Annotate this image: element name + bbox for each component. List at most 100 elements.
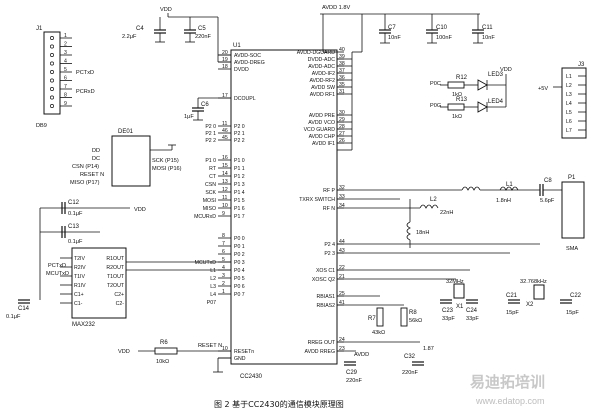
- dbg-left-1: DC: [92, 156, 100, 162]
- r12-ref: R12: [456, 75, 468, 81]
- cc2430-right-pin-num: 44: [339, 239, 345, 245]
- cc2430-left-pin-name: AVDD-SOC: [234, 53, 261, 59]
- cc2430-left-pin-num: 15: [222, 163, 228, 169]
- vdd-label-mid: VDD: [134, 207, 146, 213]
- cc2430-right-pin-name: AVDD RF1: [310, 92, 335, 98]
- cc2430-left-pin-num: 14: [222, 171, 228, 177]
- cc2430-right-pins: 40AVDD-DGUARD39DVDD-ADC38AVDD-ADC37AVDD-…: [297, 47, 345, 355]
- cc2430-left-pin-num: 20: [222, 50, 228, 56]
- cc2430-left-pin-num: 10: [222, 346, 228, 352]
- j3-pin-label: L7: [566, 128, 572, 134]
- db9-pin-dot: [50, 36, 54, 40]
- db9-pin-num: 3: [64, 50, 67, 56]
- dbg-left-2: CSN (P14): [72, 164, 99, 170]
- cc2430-left-pin-num: 11: [222, 121, 227, 127]
- c11-ref: C11: [482, 25, 493, 31]
- max232-left-pin: T1IV: [74, 274, 85, 280]
- cc2430-right-pin-num: 35: [339, 82, 345, 88]
- c13-ref: C13: [68, 224, 80, 230]
- vdd-label-top: VDD: [160, 7, 172, 13]
- cc2430-left-pin-name: P0 1: [234, 244, 245, 250]
- db9-pin-num: 4: [64, 59, 67, 65]
- c10-value: 100nF: [436, 35, 452, 41]
- cc2430-left-pin-num: 7: [222, 241, 225, 247]
- c5-value: 220nF: [195, 34, 211, 40]
- cc2430-right-pin-name: XOS C1: [316, 268, 335, 274]
- avdd-rail: AVDD 1.8V: [320, 5, 480, 53]
- reset-net: RESET N: [198, 343, 222, 349]
- cc2430-right-pin-num: 37: [339, 68, 345, 74]
- cc2430-left-pin-name: P0 0: [234, 236, 245, 242]
- c24-value: 33pF: [466, 316, 479, 322]
- cc2430-net-label: L4: [210, 292, 216, 298]
- cc2430-net-label: MOSI: [203, 198, 216, 204]
- cc2430-left-pin-name: P1 1: [234, 166, 245, 172]
- cc2430-left-pin-name: AVDD-DREG: [234, 60, 265, 66]
- cc2430-left-pin-name: P0 5: [234, 276, 245, 282]
- cc2430-left-pin-num: 6: [222, 249, 225, 255]
- cc2430-net-label: MCUTxD: [195, 260, 217, 266]
- c21-value: 15pF: [506, 310, 519, 316]
- cc2430-left-pin-name: P0 4: [234, 268, 245, 274]
- cc2430-designator: U1: [233, 43, 241, 49]
- cc2430-right-pin-name: RBIAS1: [317, 294, 336, 300]
- c5-ref: C5: [198, 26, 206, 32]
- dbg-right-0: SCK (P15): [152, 158, 179, 164]
- cc2430-left-pin-num: 12: [222, 187, 228, 193]
- max232-right-pin: C2+: [114, 292, 124, 298]
- c23-value: 33pF: [442, 316, 455, 322]
- bias-resistors: R7 43kΩ R8 56kΩ: [337, 295, 422, 336]
- cc2430-right-pin-num: 41: [339, 300, 345, 306]
- c11-value: 10nF: [482, 35, 495, 41]
- cc2430-net-label: SCK: [205, 190, 216, 196]
- cc2430-net-label: MCURxD: [194, 214, 216, 220]
- cap-c5: C5 220nF: [184, 17, 211, 43]
- r13-value: 1kΩ: [452, 114, 462, 120]
- cc2430-left-pin-num: 16: [222, 155, 228, 161]
- cap-c6: C6 1μF: [184, 97, 231, 121]
- c21-ref: C21: [506, 293, 518, 299]
- figure-caption: 图 2 基于CC2430的通信模块原理图: [214, 399, 344, 409]
- c14-ref: C14: [18, 306, 30, 312]
- vdd-label-led: VDD: [500, 67, 512, 73]
- db9-pin-num: 2: [64, 42, 67, 48]
- c7-value: 10nF: [388, 35, 401, 41]
- cc2430-left-pin-num: 45: [222, 135, 228, 141]
- c22-value: 15pF: [566, 310, 579, 316]
- dbg-left-3: RESET N: [80, 172, 104, 178]
- c7-ref: C7: [388, 25, 396, 31]
- c4-ref: C4: [136, 26, 144, 32]
- r7-value: 43kΩ: [372, 330, 385, 336]
- cc2430-right-pin-name: VCO GUARD: [304, 127, 336, 133]
- l1-ref: L1: [506, 182, 513, 188]
- c24-ref: C24: [466, 308, 478, 314]
- cc2430-left-pin-name: P0 6: [234, 284, 245, 290]
- cc2430-right-pin-name: DVDD-ADC: [308, 57, 336, 63]
- rreg-caps: AVDD 1.87 C29 220nF C32 220nF: [337, 341, 434, 384]
- r12-value: 1kΩ: [452, 92, 462, 98]
- c29-value: 220nF: [346, 378, 362, 384]
- cc2430-left-pin-name: GND: [234, 356, 246, 362]
- cc2430-net-label: P07: [207, 300, 216, 306]
- cap-c4: C4 2.2μF: [122, 17, 166, 43]
- led1-net: P0C: [430, 81, 441, 87]
- cc2430-net-label: CT: [209, 174, 217, 180]
- cc2430-left-pin-name: P1 5: [234, 198, 245, 204]
- cc2430-left-pin-name: P1 7: [234, 214, 245, 220]
- j3-pin-label: L6: [566, 119, 572, 125]
- c13-value: 0.1μF: [68, 239, 83, 245]
- r13-ref: R13: [456, 97, 468, 103]
- led4-ref: LED4: [488, 99, 504, 105]
- cc2430-right-pin-num: 33: [339, 194, 345, 200]
- db9-pin-dot: [50, 87, 54, 91]
- cc2430-left-pin-name: P1 6: [234, 206, 245, 212]
- db9-pin-dot: [50, 53, 54, 57]
- x2-ref: X2: [526, 302, 534, 308]
- max-net-mcutxd: MCUTxD: [46, 271, 69, 277]
- cc2430-right-pin-name: P2 3: [324, 251, 335, 257]
- r8-value: 56kΩ: [409, 318, 422, 324]
- cc2430-right-pin-num: 39: [339, 54, 345, 60]
- x1-value: 32MHz: [446, 279, 464, 285]
